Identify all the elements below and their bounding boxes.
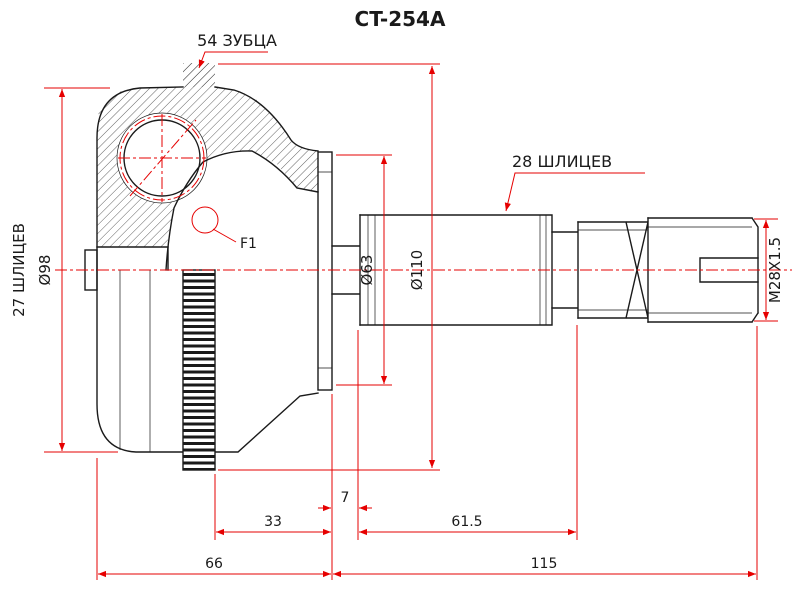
ball-pitch-circle [119, 115, 205, 201]
label-thread: M28X1.5 [766, 237, 784, 303]
dim-115: 115 [531, 556, 558, 572]
f1-callout-circle [191, 206, 219, 234]
labels-group: CT-254A 54 ЗУБЦА 28 ШЛИЦЕВ 27 ШЛИЦЕВ Ø98… [10, 7, 784, 572]
label-splines-left: 27 ШЛИЦЕВ [10, 223, 28, 317]
cage-circle [116, 112, 208, 204]
dim-66: 66 [205, 556, 223, 572]
part-number-title: CT-254A [355, 7, 446, 31]
label-dia-boot-seat: Ø63 [358, 255, 376, 286]
dimension-lines-group [44, 51, 778, 580]
label-splines-right: 28 ШЛИЦЕВ [512, 152, 612, 171]
bell-housing-group [84, 63, 333, 471]
dim-33: 33 [264, 514, 282, 530]
thread-section [647, 217, 759, 323]
bell-mouth [317, 151, 333, 391]
label-dia-abs-ring: Ø110 [408, 250, 426, 290]
dim-61-5: 61.5 [451, 514, 482, 530]
label-f1: F1 [240, 236, 257, 252]
abs-ring-teeth [182, 269, 216, 471]
label-dia-body: Ø98 [36, 255, 54, 286]
centerlines-group [55, 114, 792, 271]
dim-7: 7 [341, 490, 350, 506]
label-teeth-count: 54 ЗУБЦА [197, 31, 277, 50]
